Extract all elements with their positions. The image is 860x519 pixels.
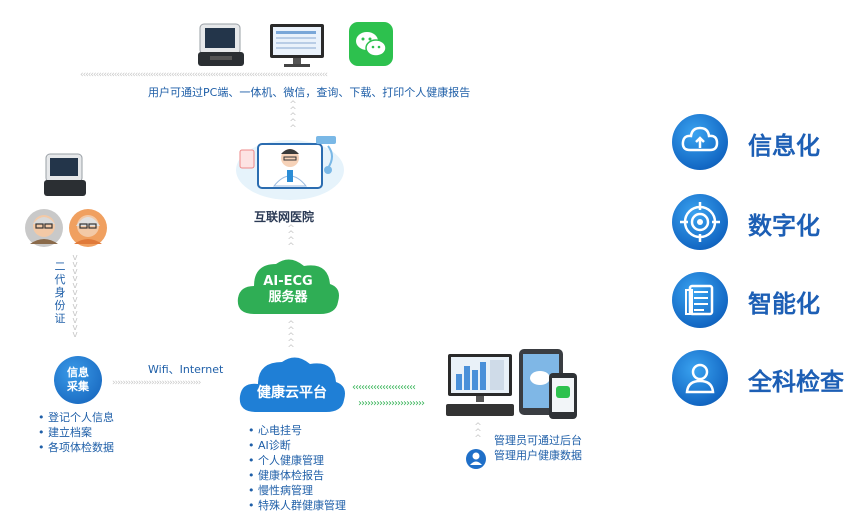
health-cloud-platform: 健康云平台	[234, 352, 350, 418]
cloud-upload-icon	[672, 114, 728, 170]
flow-arrow-up-1: ^^^^^	[289, 100, 297, 134]
flow-arrow-right-wifi: ››››››››››››››››››››››››››››››››››	[112, 378, 201, 388]
flow-arrow-up-2: ^^^^	[287, 224, 295, 252]
elderly-man-avatar	[24, 208, 64, 248]
ai-ecg-server-cloud: AI-ECG 服务器	[232, 252, 344, 320]
flow-arrow-top: ‹‹‹‹‹‹‹‹‹‹‹‹‹‹‹‹‹‹‹‹‹‹‹‹‹‹‹‹‹‹‹‹‹‹‹‹‹‹‹‹…	[80, 70, 328, 80]
document-chip-icon	[672, 272, 728, 328]
list-item: • 心电挂号	[248, 424, 302, 437]
feature-general-exam: 全科检查	[672, 350, 858, 406]
ai-cloud-line1: AI-ECG	[263, 274, 313, 289]
ai-cloud-line2: 服务器	[268, 290, 308, 305]
target-icon	[672, 194, 728, 250]
elderly-woman-avatar	[68, 208, 108, 248]
admin-user-icon	[466, 449, 486, 469]
id-card-label: 二 代 身 份 证	[54, 260, 66, 325]
kiosk-device-top	[196, 22, 248, 68]
feature-label: 智能化	[748, 290, 820, 318]
platform-feature-list: • 心电挂号 • AI诊断 • 个人健康管理 • 健康体检报告 • 慢性病管理 …	[248, 423, 346, 513]
list-item: • 登记个人信息	[38, 411, 114, 424]
flow-arrow-left-green: ‹‹‹‹‹‹‹‹‹‹‹‹‹‹‹‹‹‹‹‹‹	[352, 382, 416, 393]
admin-computer	[444, 352, 516, 420]
kiosk-device-left	[42, 152, 90, 200]
feature-informatization: 信息化	[672, 114, 852, 170]
person-icon	[672, 350, 728, 406]
flow-arrow-up-admin: ^^^	[474, 422, 482, 444]
admin-phone	[548, 372, 578, 420]
internet-hospital-illustration	[232, 130, 348, 202]
feature-label: 数字化	[748, 212, 820, 240]
flow-arrow-up-3: ^^^^^	[287, 320, 295, 354]
list-item: • 建立档案	[38, 426, 92, 439]
feature-intelligence: 智能化	[672, 272, 852, 328]
hospital-label: 互联网医院	[254, 210, 315, 224]
feature-label: 信息化	[748, 132, 820, 160]
list-item: • 慢性病管理	[248, 484, 313, 497]
flow-arrow-right-green: ››››››››››››››››››››››	[358, 398, 425, 409]
collect-item-list: • 登记个人信息 • 建立档案 • 各项体检数据	[38, 410, 114, 455]
list-item: • AI诊断	[248, 439, 291, 452]
list-item: • 个人健康管理	[248, 454, 324, 467]
list-item: • 健康体检报告	[248, 469, 324, 482]
info-collect-badge: 信息 采集	[54, 356, 102, 404]
top-caption: 用户可通过PC端、一体机、微信，查询、下载、打印个人健康报告	[148, 86, 471, 99]
pc-monitor-top	[268, 22, 326, 68]
feature-label: 全科检查	[748, 368, 844, 396]
wechat-icon	[349, 22, 393, 66]
wifi-label: Wifi、Internet	[148, 363, 224, 376]
admin-text: 管理员可通过后台 管理用户健康数据	[494, 434, 582, 462]
list-item: • 各项体检数据	[38, 441, 114, 454]
list-item: • 特殊人群健康管理	[248, 499, 346, 512]
feature-digitalization: 数字化	[672, 194, 852, 250]
health-cloud-label: 健康云平台	[257, 385, 327, 401]
